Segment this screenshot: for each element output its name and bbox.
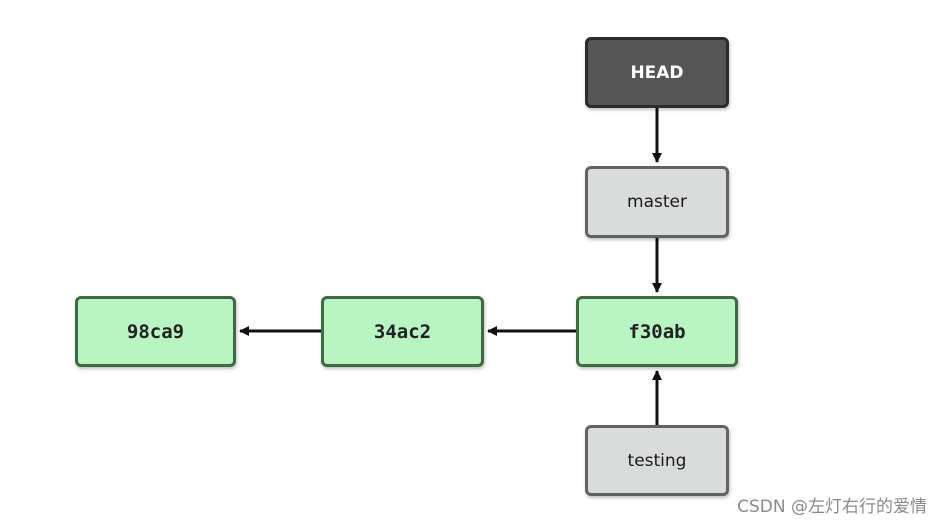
commit-id-label: f30ab — [628, 320, 686, 343]
branch-master: master — [585, 166, 729, 238]
branch-testing: testing — [585, 425, 729, 496]
branch-master-label: master — [627, 192, 687, 212]
commit-id-label: 34ac2 — [373, 320, 432, 343]
branch-testing-label: testing — [627, 450, 687, 471]
commit-f30ab: f30ab — [576, 296, 738, 367]
watermark: CSDN @左灯右行的爱情 — [737, 497, 927, 517]
commit-id-label: 98ca9 — [126, 320, 185, 343]
head-pointer: HEAD — [585, 37, 729, 108]
head-pointer-label: HEAD — [630, 62, 684, 83]
commit-98ca9: 98ca9 — [75, 296, 236, 367]
commit-34ac2: 34ac2 — [321, 296, 484, 367]
